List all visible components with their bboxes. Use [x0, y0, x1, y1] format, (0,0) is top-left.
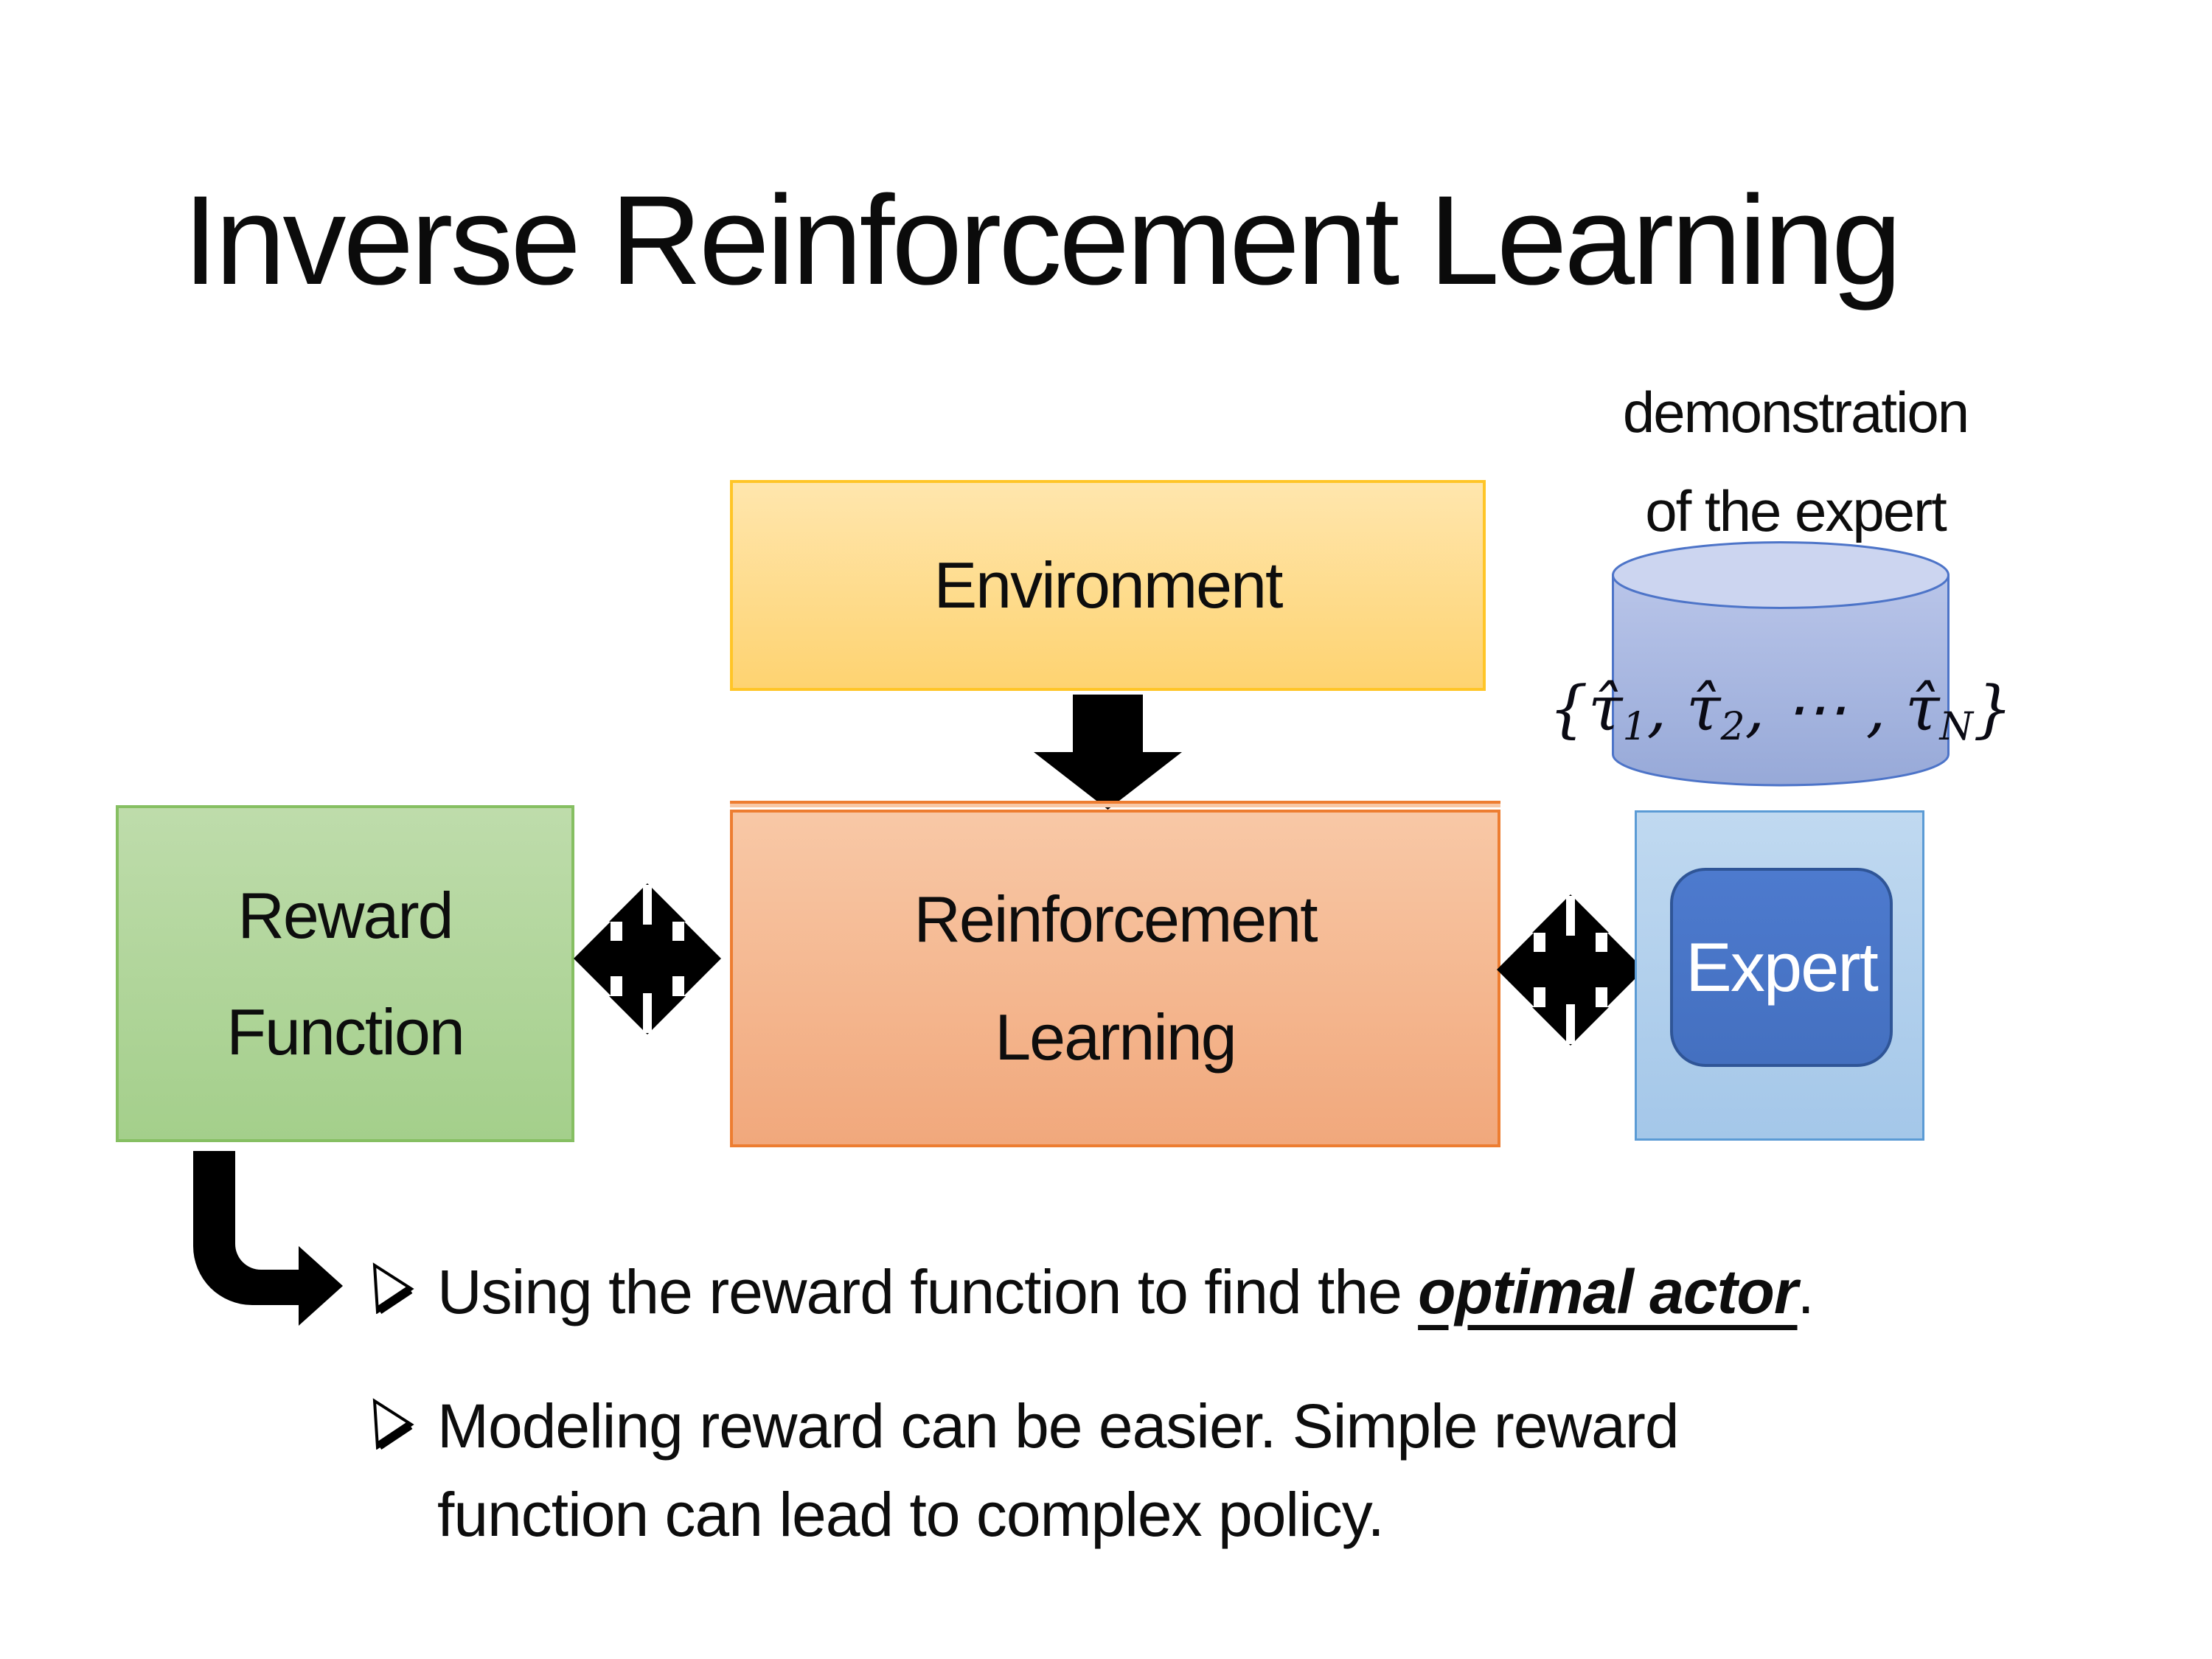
- reward-label-line1: Reward: [237, 878, 453, 952]
- formula-close-brace: }: [1973, 672, 2013, 745]
- bent-arrow-icon: [193, 1151, 343, 1326]
- reward-label-line2: Function: [226, 995, 465, 1068]
- formula-sub-2: 2: [1720, 705, 1745, 749]
- database-cylinder-icon: [1612, 541, 1950, 787]
- arrowhead-bullet-icon: [372, 1262, 414, 1314]
- bullet1-suffix: .: [1797, 1257, 1815, 1326]
- page-title: Inverse Reinforcement Learning: [183, 170, 1902, 311]
- expert-box: Expert: [1670, 868, 1893, 1067]
- formula-comma: ,: [1646, 672, 1686, 745]
- formula-tau-hat-1: τ̂: [1587, 672, 1623, 745]
- formula-open-brace: {: [1548, 672, 1588, 745]
- reinforcement-learning-box: Reinforcement Learning: [730, 810, 1500, 1147]
- rl-label-line1: Reinforcement: [914, 883, 1318, 956]
- bullet2-line2: function can lead to complex policy.: [437, 1480, 1385, 1549]
- arrowhead-bullet-icon: [372, 1398, 414, 1450]
- formula-sub-n: N: [1939, 705, 1974, 749]
- trajectory-set-formula: { τ̂ 1 , τ̂ 2 , ⋯ , τ̂ N }: [1549, 666, 2013, 751]
- bidirectional-arrows-right-icon: [1497, 894, 1644, 1046]
- bidirectional-arrows-left-icon: [574, 883, 721, 1034]
- bullet-item-1: Using the reward function to find the op…: [437, 1248, 1815, 1336]
- demonstration-annotation-line1: demonstration: [1622, 380, 1969, 445]
- demonstration-annotation-line2: of the expert: [1645, 479, 1947, 543]
- bullet-item-2: Modeling reward can be easier. Simple re…: [437, 1382, 1680, 1559]
- formula-sub-1: 1: [1622, 705, 1647, 749]
- formula-tau-hat-n: τ̂: [1905, 672, 1940, 745]
- demonstration-annotation: demonstration of the expert: [1552, 363, 2039, 560]
- bullet1-prefix: Using the reward function to find the: [437, 1257, 1419, 1326]
- expert-label: Expert: [1686, 928, 1879, 1006]
- formula-tau-hat-2: τ̂: [1686, 672, 1721, 745]
- formula-dots: , ⋯ ,: [1745, 672, 1906, 745]
- rl-label-line2: Learning: [995, 1001, 1237, 1074]
- bullet1-emphasis: optimal actor: [1418, 1257, 1798, 1326]
- rl-box-top-edge: [730, 801, 1500, 807]
- down-arrow-icon: [1034, 695, 1182, 810]
- reward-function-box: Reward Function: [116, 805, 574, 1142]
- environment-box: Environment: [730, 480, 1486, 691]
- environment-label: Environment: [933, 549, 1283, 622]
- bullet2-line1: Modeling reward can be easier. Simple re…: [437, 1391, 1680, 1461]
